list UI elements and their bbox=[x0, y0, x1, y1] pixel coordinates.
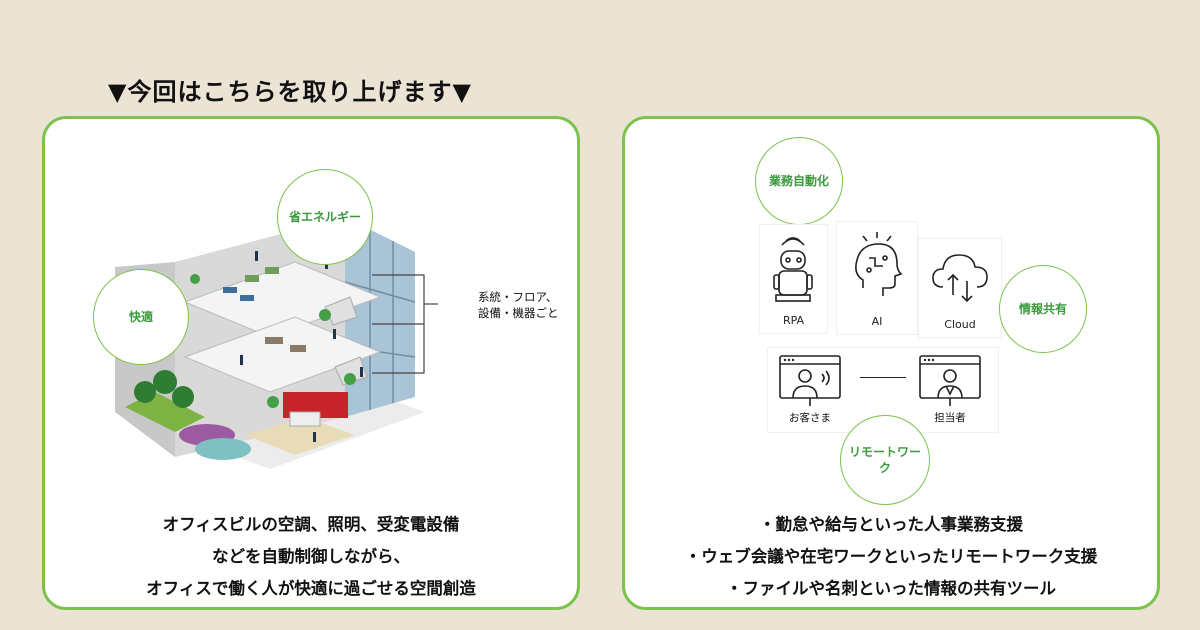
staff-monitor-icon bbox=[919, 355, 981, 406]
ai-card: AI bbox=[837, 222, 917, 334]
remote-work-label: リモートワーク bbox=[840, 415, 930, 505]
page-heading: ▼今回はこちらを取り上げます▼ bbox=[108, 78, 472, 106]
left-caption-line-1: オフィスビルの空調、照明、受変電設備 bbox=[162, 515, 460, 534]
customer-monitor-icon bbox=[779, 355, 841, 406]
it-support-panel: 業務自動化 RPA AI bbox=[622, 116, 1160, 610]
right-caption-line-2: ・ウェブ会議や在宅ワークといったリモートワーク支援 bbox=[684, 547, 1098, 566]
floor-bracket bbox=[372, 274, 438, 374]
left-caption-line-3: オフィスで働く人が快適に過ごせる空間創造 bbox=[146, 579, 476, 598]
rpa-label: RPA bbox=[782, 314, 805, 327]
ai-label: AI bbox=[871, 315, 883, 328]
sharing-label: 情報共有 bbox=[999, 265, 1087, 353]
left-caption-line-2: などを自動制御しながら、 bbox=[212, 547, 410, 566]
office-building-illustration bbox=[95, 207, 445, 469]
cloud-card: Cloud bbox=[919, 239, 1001, 337]
annotation-line-1: 系統・フロア、 bbox=[478, 290, 558, 304]
right-caption-line-3: ・ファイルや名刺といった情報の共有ツール bbox=[726, 579, 1056, 598]
automation-label: 業務自動化 bbox=[755, 137, 843, 225]
comfort-label: 快適 bbox=[93, 269, 189, 365]
ai-head-icon bbox=[855, 232, 903, 296]
energy-saving-label: 省エネルギー bbox=[277, 169, 373, 265]
cloud-sync-icon bbox=[932, 254, 988, 303]
staff-label: 担当者 bbox=[934, 412, 966, 424]
cloud-label: Cloud bbox=[944, 318, 976, 331]
connection-line bbox=[860, 377, 906, 379]
robot-icon bbox=[773, 237, 813, 302]
annotation-line-2: 設備・機器ごと bbox=[478, 306, 559, 320]
building-panel: 系統・フロア、 設備・機器ごと 省エネルギー 快適 オフィスビルの空調、照明、受… bbox=[42, 116, 580, 610]
system-floor-annotation: 系統・フロア、 設備・機器ごと bbox=[478, 289, 559, 321]
rpa-card: RPA bbox=[760, 225, 827, 333]
right-caption-line-1: ・勤怠や給与といった人事業務支援 bbox=[759, 515, 1023, 534]
customer-label: お客さま bbox=[789, 412, 831, 424]
